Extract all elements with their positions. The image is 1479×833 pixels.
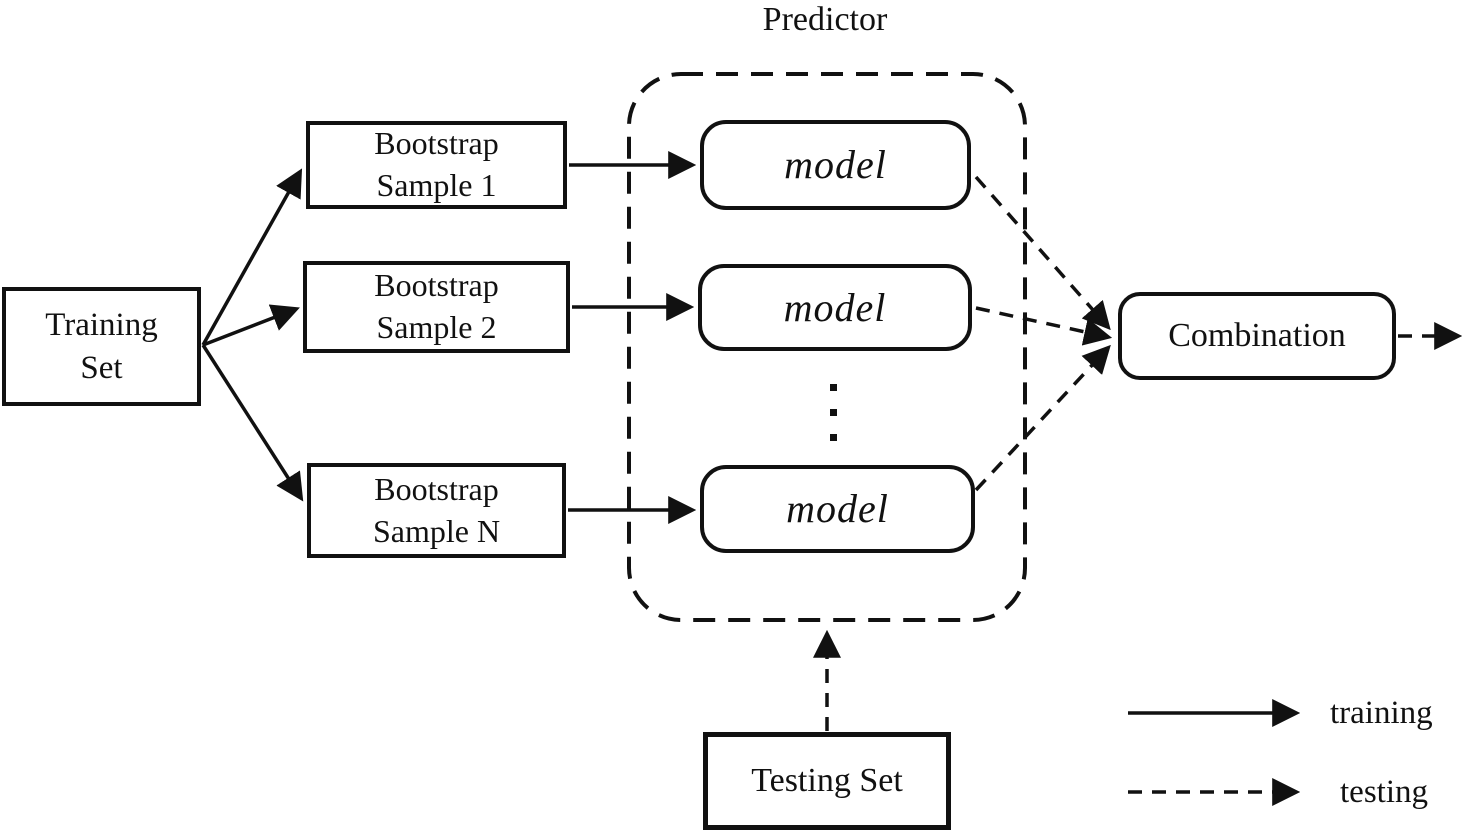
testing-set-box: Testing Set xyxy=(703,732,951,830)
bootstrap-n-label-line2: Sample N xyxy=(372,512,501,549)
model-2-box: model xyxy=(698,264,972,351)
combination-box: Combination xyxy=(1118,292,1396,380)
training-set-box: Training Set xyxy=(2,287,201,406)
bootstrap-sample-n-box: Bootstrap Sample N xyxy=(307,463,566,558)
arrow-model-1-to-combination xyxy=(974,175,1111,331)
ellipsis-dot xyxy=(830,384,837,391)
bootstrap-sample-1-box: Bootstrap Sample 1 xyxy=(306,121,567,209)
model-2-label: model xyxy=(783,284,887,330)
model-1-label: model xyxy=(784,142,887,187)
bootstrap-1-label-line2: Sample 1 xyxy=(376,167,497,203)
training-set-label-line1: Training xyxy=(45,306,158,343)
arrow-model-2-to-combination xyxy=(975,306,1113,346)
model-3-box: model xyxy=(700,465,975,553)
models-ellipsis xyxy=(830,384,837,441)
ellipsis-dot xyxy=(830,409,837,416)
arrow-training-to-bootstrap-1 xyxy=(201,168,303,346)
bootstrap-2-label-line1: Bootstrap xyxy=(374,267,499,304)
model-1-box: model xyxy=(700,120,971,210)
arrow-model-3-to-combination xyxy=(974,344,1111,492)
model-3-label: model xyxy=(786,486,889,531)
combination-label: Combination xyxy=(1168,316,1346,354)
predictor-title: Predictor xyxy=(762,1,888,38)
testing-set-label: Testing Set xyxy=(751,761,903,799)
ellipsis-dot xyxy=(830,434,837,441)
legend-testing-label: testing xyxy=(1340,774,1428,810)
legend-training-label: training xyxy=(1330,695,1433,731)
bootstrap-sample-2-box: Bootstrap Sample 2 xyxy=(303,261,570,353)
bootstrap-1-label-line1: Bootstrap xyxy=(374,125,499,162)
training-set-label-line2: Set xyxy=(80,349,123,386)
bootstrap-2-label-line2: Sample 2 xyxy=(376,309,497,345)
bootstrap-n-label-line1: Bootstrap xyxy=(374,470,499,507)
predictor-dashed-container xyxy=(627,72,1027,622)
arrow-training-to-bootstrap-2 xyxy=(202,304,300,347)
arrow-training-to-bootstrap-n xyxy=(201,344,304,502)
